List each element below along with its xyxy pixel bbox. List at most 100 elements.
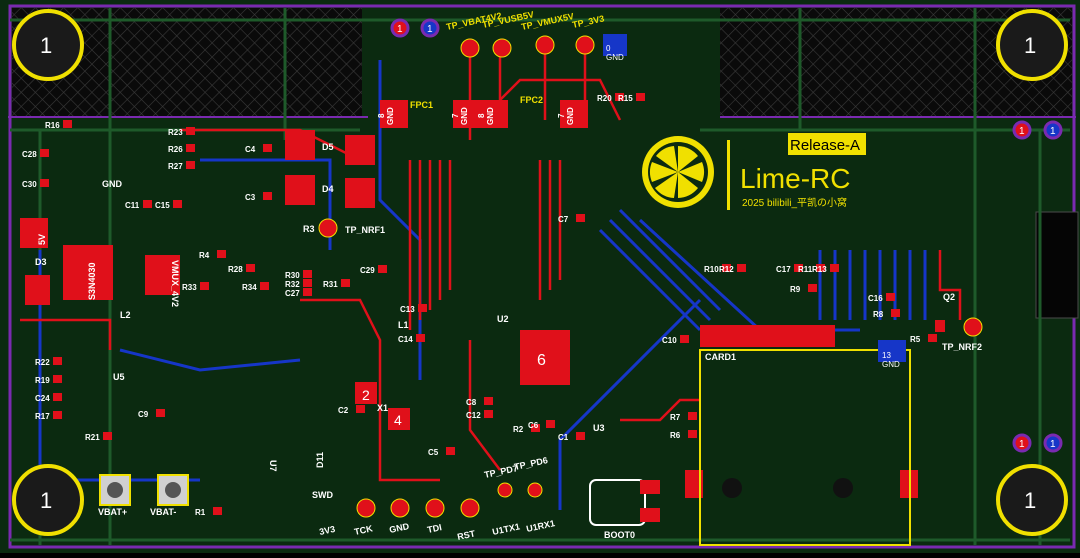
fiducial-number: 1 (1019, 126, 1025, 137)
smd-pad (891, 309, 900, 317)
pad4-label: 4 (394, 412, 402, 428)
refdes-label: R23 (168, 128, 183, 137)
smd-pad (688, 430, 697, 438)
refdes-label: C30 (22, 180, 37, 189)
test-point-pad (460, 498, 480, 518)
test-point-pad (492, 38, 512, 58)
smd-pad (722, 264, 731, 272)
smd-pad (680, 335, 689, 343)
smd-pad (576, 432, 585, 440)
q2-label: Q2 (943, 292, 955, 302)
refdes-label: R10 (704, 265, 719, 274)
refdes-label: C13 (400, 305, 415, 314)
test-point-pad (497, 482, 513, 498)
refdes-label: R34 (242, 283, 257, 292)
smd-pad (303, 279, 312, 287)
test-point-pad (575, 35, 595, 55)
tp-nrf2-label: TP_NRF2 (942, 342, 982, 352)
smd-pad (416, 334, 425, 342)
mcu-u2 (520, 330, 570, 385)
fiducial-marker (420, 18, 440, 38)
refdes-label: C7 (558, 215, 569, 224)
smd-pad (40, 149, 49, 157)
refdes-label: C5 (428, 448, 439, 457)
refdes-label: R32 (285, 280, 300, 289)
fiducial-number: 1 (1050, 126, 1056, 137)
smd-pad (260, 282, 269, 290)
refdes-label: C3 (245, 193, 256, 202)
refdes-label: C27 (285, 289, 300, 298)
d4-label: D4 (322, 184, 334, 194)
smd-pad (263, 144, 272, 152)
smd-pad (53, 357, 62, 365)
d3-label: D3 (35, 257, 47, 267)
test-point-pad (963, 317, 983, 337)
hole-1-label: 1 (40, 33, 52, 58)
s3n-label: S3N4030 (87, 262, 97, 300)
refdes-label: C9 (138, 410, 149, 419)
boot0-label: BOOT0 (604, 530, 635, 540)
v5-label: 5V (37, 234, 47, 245)
refdes-label: C1 (558, 433, 569, 442)
fpc-pin-label: 7 (451, 113, 460, 118)
vbat-plus-label: VBAT+ (98, 507, 127, 517)
pour-s3n (63, 245, 113, 300)
fpc-pin-label: GND (566, 107, 575, 125)
fiducial-number: 1 (1050, 439, 1056, 450)
refdes-label: R26 (168, 145, 183, 154)
refdes-label: R11 (798, 265, 813, 274)
d5-label: D5 (322, 142, 334, 152)
refdes-label: R20 (597, 94, 612, 103)
x1-label: X1 (377, 403, 388, 413)
u5-label: U5 (113, 372, 125, 382)
test-point-pad (527, 482, 543, 498)
u7-label: U7 (268, 460, 278, 472)
refdes-label: R15 (618, 94, 633, 103)
smd-pad (40, 179, 49, 187)
refdes-label: R33 (182, 283, 197, 292)
smd-pad (737, 264, 746, 272)
refdes-label: R31 (323, 280, 338, 289)
l1-label: L1 (398, 320, 409, 330)
refdes-label: R6 (670, 431, 681, 440)
fpc-pin-label: GND (460, 107, 469, 125)
test-point-pad (535, 35, 555, 55)
fpc2-label: FPC2 (520, 95, 543, 105)
hole-2-label: 1 (1024, 33, 1036, 58)
smd-pad (303, 270, 312, 278)
gnd-dbg-label: GND (388, 521, 410, 535)
smd-pad (173, 200, 182, 208)
refdes-label: C12 (466, 411, 481, 420)
boot0-switch (589, 479, 646, 526)
u2-label: U2 (497, 314, 509, 324)
smd-pad (531, 424, 540, 432)
refdes-label: R1 (195, 508, 206, 517)
smd-pad (143, 200, 152, 208)
fpc-pin-label: 8 (377, 113, 386, 118)
smd-pad (808, 284, 817, 292)
smd-pad (418, 304, 427, 312)
smd-pad (615, 93, 624, 101)
smd-pad (246, 264, 255, 272)
refdes-label: R9 (790, 285, 801, 294)
smd-pad (636, 93, 645, 101)
pad2a-label: 2 (362, 387, 370, 403)
smd-pad (886, 293, 895, 301)
fiducial-marker (390, 18, 410, 38)
refdes-label: C4 (245, 145, 256, 154)
refdes-label: C14 (398, 335, 413, 344)
refdes-label: R2 (513, 425, 524, 434)
fpc-pin-label: 7 (557, 113, 566, 118)
smd-pad (341, 279, 350, 287)
smd-pad (816, 264, 825, 272)
smd-pad (53, 411, 62, 419)
refdes-label: R22 (35, 358, 50, 367)
3v3-dbg-label: 3V3 (318, 524, 336, 537)
smd-pad (53, 375, 62, 383)
refdes-label: R12 (719, 265, 734, 274)
fiducial-number: 1 (397, 24, 403, 35)
